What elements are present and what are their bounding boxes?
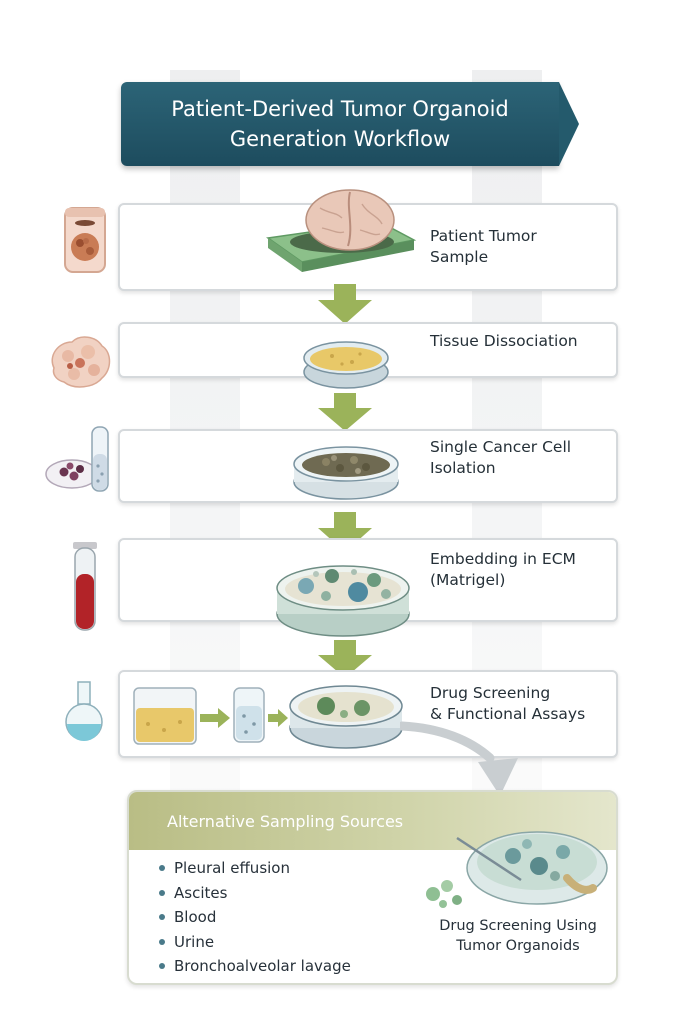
flow-arrow-3 xyxy=(318,512,372,552)
tumor-sample-jar-icon xyxy=(64,207,106,273)
curved-arrow-to-alternative xyxy=(400,721,518,796)
list-item: Pleural effusion xyxy=(159,856,351,881)
title-banner: Patient-Derived Tumor Organoid Generatio… xyxy=(121,82,559,166)
isolation-dish-illustration xyxy=(293,446,399,500)
flask-icon xyxy=(65,681,103,741)
tumor-tissue-on-tray-illustration xyxy=(266,189,417,272)
flow-arrow-4 xyxy=(318,640,372,678)
organoid-dish-illustration xyxy=(426,831,608,908)
screening-glassware-illustration xyxy=(133,685,403,749)
step-label-tumor-sample: Patient Tumor Sample xyxy=(430,227,537,266)
step-box-tumor-sample xyxy=(118,203,618,291)
page-title: Patient-Derived Tumor Organoid Generatio… xyxy=(171,97,509,151)
step-label-drug-screening: Drug Screening & Functional Assays xyxy=(430,684,586,723)
matrigel-dish-illustration xyxy=(276,565,410,637)
cells-and-tube-icon xyxy=(45,426,109,492)
alternative-sources-list: Pleural effusion Ascites Blood Urine Bro… xyxy=(159,856,351,979)
alternative-sources-heading: Alternative Sampling Sources xyxy=(167,811,404,831)
tissue-fragment-icon xyxy=(51,336,111,388)
list-item: Bronchoalveolar lavage xyxy=(159,954,351,979)
step-label-tissue-dissociation: Tissue Dissociation xyxy=(430,332,578,350)
list-item: Ascites xyxy=(159,881,351,906)
flow-arrow-1 xyxy=(318,284,372,324)
step-label-ecm-embedding: Embedding in ECM (Matrigel) xyxy=(430,550,576,589)
blood-tube-icon xyxy=(73,542,97,631)
dissociation-dish-illustration xyxy=(303,341,389,389)
flow-arrow-2 xyxy=(318,393,372,431)
list-item: Urine xyxy=(159,930,351,955)
title-banner-tip xyxy=(559,82,579,166)
alternative-sources-panel: Alternative Sampling Sources Pleural eff… xyxy=(127,790,618,985)
list-item: Blood xyxy=(159,905,351,930)
alternative-caption: Drug Screening Using Tumor Organoids xyxy=(439,918,597,954)
step-label-cell-isolation: Single Cancer Cell Isolation xyxy=(430,438,572,477)
